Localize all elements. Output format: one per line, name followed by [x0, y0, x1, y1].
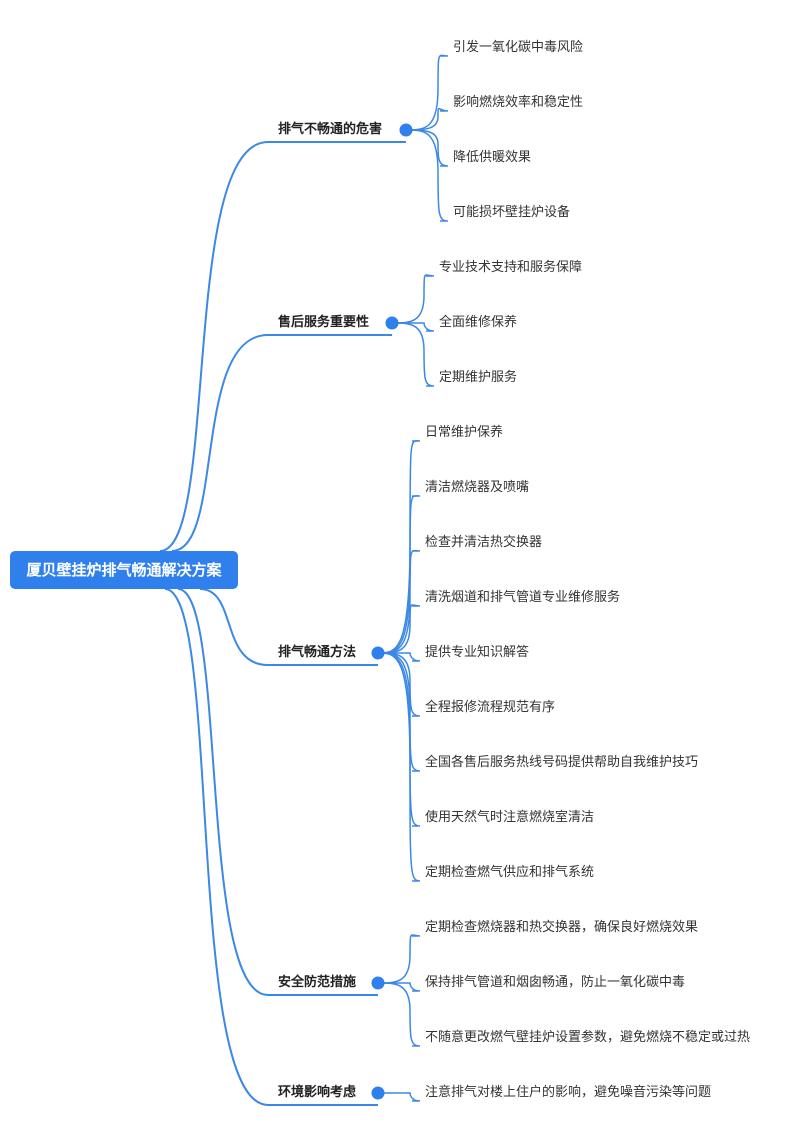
branch-collapse-dot[interactable] [371, 1086, 385, 1100]
leaf-node[interactable]: 全国各售后服务热线号码提供帮助自我维护技巧 [425, 755, 699, 770]
branch-node-label[interactable]: 排气畅通方法 [278, 645, 357, 660]
leaf-node[interactable]: 使用天然气时注意燃烧室清洁 [425, 810, 595, 825]
leaf-node[interactable]: 定期检查燃烧器和热交换器，确保良好燃烧效果 [425, 920, 699, 935]
leaf-node[interactable]: 全程报修流程规范有序 [425, 700, 556, 715]
branch-collapse-dot[interactable] [385, 316, 399, 330]
leaf-node[interactable]: 降低供暖效果 [453, 150, 532, 165]
branch-to-leaf-connector [377, 982, 421, 1047]
branch-to-leaf-connector [377, 934, 421, 984]
branch-collapse-dot[interactable] [371, 976, 385, 990]
branch-to-leaf-connector [377, 549, 421, 654]
leaf-node[interactable]: 定期维护服务 [439, 370, 518, 385]
branch-collapse-dot[interactable] [371, 646, 385, 660]
branch-to-leaf-connector [391, 274, 435, 324]
branch-to-leaf-connector [377, 652, 421, 772]
leaf-node[interactable]: 专业技术支持和服务保障 [439, 260, 583, 275]
leaf-node[interactable]: 清洁燃烧器及喷嘴 [425, 480, 530, 495]
leaf-node[interactable]: 引发一氧化碳中毒风险 [453, 40, 584, 55]
root-to-branch-connector [171, 334, 392, 552]
leaf-node[interactable]: 注意排气对楼上住户的影响，避免噪音污染等问题 [425, 1085, 712, 1100]
branch-to-leaf-connector [405, 129, 449, 222]
branch-node-label[interactable]: 排气不畅通的危害 [278, 122, 383, 137]
branch-to-leaf-connector [378, 1092, 421, 1102]
leaf-node[interactable]: 全面维修保养 [439, 315, 518, 330]
branch-to-leaf-connector [377, 440, 421, 654]
leaf-node[interactable]: 清洗烟道和排气管道专业维修服务 [425, 590, 621, 605]
branch-to-leaf-connector [405, 107, 449, 131]
branch-to-leaf-connector [405, 129, 449, 167]
leaf-node[interactable]: 定期检查燃气供应和排气系统 [425, 865, 595, 880]
root-to-branch-connector [159, 141, 406, 552]
branch-collapse-dot[interactable] [399, 123, 413, 137]
branch-node-label[interactable]: 售后服务重要性 [278, 315, 370, 330]
leaf-node[interactable]: 检查并清洁热交换器 [425, 535, 543, 550]
root-node[interactable] [10, 551, 238, 589]
leaf-node[interactable]: 可能损坏壁挂炉设备 [453, 205, 571, 220]
branch-to-leaf-connector [377, 652, 421, 827]
branch-node-label[interactable]: 环境影响考虑 [278, 1085, 357, 1100]
leaf-node[interactable]: 日常维护保养 [425, 425, 504, 440]
branch-to-leaf-connector [405, 54, 449, 131]
branch-node-label[interactable]: 安全防范措施 [278, 975, 357, 990]
leaf-node[interactable]: 不随意更改燃气壁挂炉设置参数，避免燃烧不稳定或过热 [425, 1030, 751, 1045]
root-to-branch-connector [199, 588, 378, 666]
branch-to-leaf-connector [391, 322, 435, 387]
branch-to-leaf-connector [377, 652, 421, 882]
branch-to-leaf-connector [377, 604, 421, 654]
leaf-node[interactable]: 提供专业知识解答 [425, 645, 530, 660]
root-node-label: 厦贝壁挂炉排气畅通解决方案 [26, 561, 222, 579]
root-to-branch-connector [177, 588, 378, 996]
leaf-node[interactable]: 影响燃烧效率和稳定性 [453, 95, 584, 110]
leaf-node[interactable]: 保持排气管道和烟囱畅通，防止一氧化碳中毒 [425, 975, 686, 990]
root-to-branch-connector [164, 588, 378, 1106]
branch-to-leaf-connector [377, 495, 421, 654]
